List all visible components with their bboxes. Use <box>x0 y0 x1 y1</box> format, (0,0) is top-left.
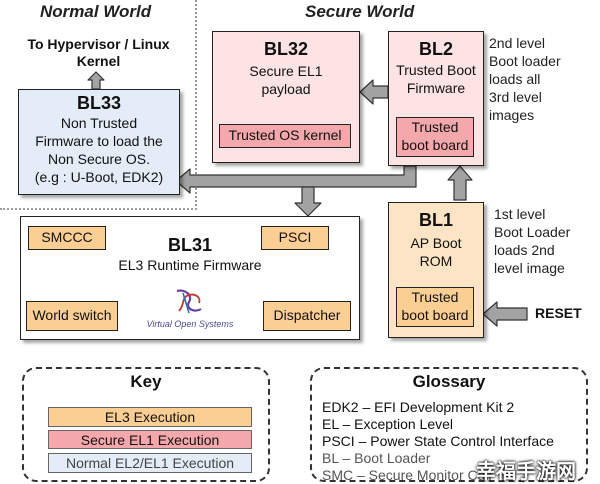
bl33-line: Non Trusted <box>60 115 138 131</box>
bl1-note-line: loads 2nd <box>494 242 555 258</box>
bl33-title: BL33 <box>76 93 121 113</box>
key-legend: Key EL3 Execution Secure EL1 Execution N… <box>22 367 270 482</box>
glossary-item: BL – Boot Loader <box>322 450 431 466</box>
glossary: Glossary EDK2 – EFI Development Kit 2 EL… <box>310 367 588 484</box>
world-switch-block: World switch <box>26 301 118 331</box>
reset-label: RESET <box>535 305 582 321</box>
bl1-trusted-boot-board: Trusted boot board <box>396 287 474 327</box>
bl2-description: Trusted Boot Firmware <box>389 61 483 97</box>
logo-text: Virtual Open Systems <box>146 319 234 329</box>
world-divider-vertical <box>195 0 197 210</box>
bl2-note-line: Boot loader <box>489 53 561 69</box>
bl32-title: BL32 <box>263 39 308 59</box>
bl33-line: Firmware to load the <box>35 133 163 149</box>
bl32-box: BL32 Secure EL1 payload Trusted OS kerne… <box>212 31 360 163</box>
bl2-line: Firmware <box>406 80 466 96</box>
bl1-sub-line: Trusted <box>411 289 459 305</box>
bl1-description: AP Boot ROM <box>389 234 483 270</box>
psci-block: PSCI <box>261 226 329 250</box>
bl33-box: BL33 Non Trusted Firmware to load the No… <box>18 89 180 195</box>
arrow-bl1-to-bl2 <box>447 165 473 201</box>
bl2-box: BL2 Trusted Boot Firmware Trusted boot b… <box>388 31 484 166</box>
watermark: 幸福手游网 <box>476 461 576 483</box>
bl2-trusted-boot-board: Trusted boot board <box>396 117 474 157</box>
bl1-note: 1st level Boot Loader loads 2nd level im… <box>494 205 570 277</box>
bl33-line: Non Secure OS. <box>48 151 150 167</box>
bl2-note-line: 3rd level <box>489 89 542 105</box>
key-title: Key <box>130 372 162 391</box>
glossary-title: Glossary <box>412 372 486 391</box>
bl1-note-line: Boot Loader <box>494 224 571 240</box>
glossary-item: PSCI – Power State Control Interface <box>322 433 554 449</box>
world-divider-horizontal <box>0 208 197 210</box>
key-normal-el-swatch: Normal EL2/EL1 Execution <box>48 453 252 473</box>
bl1-note-line: 1st level <box>494 206 546 222</box>
bl2-note-line: loads all <box>489 71 541 87</box>
bl33-line: (e.g : U-Boot, EDK2) <box>34 169 164 185</box>
key-el3-swatch: EL3 Execution <box>48 407 252 427</box>
arrow-reset-to-bl1 <box>482 301 528 327</box>
key-secure-el1-swatch: Secure EL1 Execution <box>48 430 252 449</box>
bl1-line: ROM <box>419 253 453 269</box>
bl32-line: Secure EL1 <box>249 63 323 79</box>
bl1-sub-line: boot board <box>401 307 469 323</box>
bl31-box: BL31 EL3 Runtime Firmware SMCCC PSCI Wor… <box>20 216 360 340</box>
glossary-list: EDK2 – EFI Development Kit 2 EL – Except… <box>322 399 554 484</box>
bl31-subtitle: EL3 Runtime Firmware <box>118 257 262 273</box>
dispatcher-block: Dispatcher <box>263 301 351 331</box>
bl33-description: Non Trusted Firmware to load the Non Sec… <box>19 114 179 186</box>
arrow-bl2-to-bl33 <box>175 165 417 194</box>
arrow-bl2-to-bl32 <box>359 79 389 105</box>
bl2-note-line: images <box>489 107 535 123</box>
bl1-line: AP Boot <box>410 235 462 251</box>
bl2-note: 2nd level Boot loader loads all 3rd leve… <box>489 34 561 124</box>
virtual-open-systems-logo-icon <box>176 289 202 314</box>
bl32-line: payload <box>261 81 311 97</box>
bl2-title: BL2 <box>418 39 453 59</box>
trusted-os-kernel: Trusted OS kernel <box>219 124 351 148</box>
bl2-note-line: 2nd level <box>489 35 546 51</box>
bl1-box: BL1 AP Boot ROM Trusted boot board <box>388 202 484 338</box>
hypervisor-label: To Hypervisor / Linux Kernel <box>0 36 197 70</box>
secure-world-header: Secure World <box>305 2 415 21</box>
arrow-to-bl31 <box>294 186 322 217</box>
bl2-line: Trusted Boot <box>396 62 476 78</box>
bl31-title: BL31 <box>167 235 212 255</box>
hypervisor-label-line: To Hypervisor / Linux <box>27 36 170 52</box>
bl1-note-line: level image <box>494 260 565 276</box>
bl2-sub-line: Trusted <box>411 119 459 135</box>
glossary-item: SMC – Secure Monitor Call <box>322 467 492 483</box>
bl2-sub-line: boot board <box>401 137 469 153</box>
bl32-description: Secure EL1 payload <box>213 62 359 98</box>
bl1-title: BL1 <box>418 210 453 230</box>
glossary-item: EDK2 – EFI Development Kit 2 <box>322 399 515 415</box>
glossary-item: EL – Exception Level <box>322 416 454 432</box>
hypervisor-label-line: Kernel <box>76 53 121 69</box>
normal-world-header: Normal World <box>40 2 152 21</box>
smccc-block: SMCCC <box>28 226 106 250</box>
arrow-bl33-to-hypervisor <box>87 71 105 90</box>
